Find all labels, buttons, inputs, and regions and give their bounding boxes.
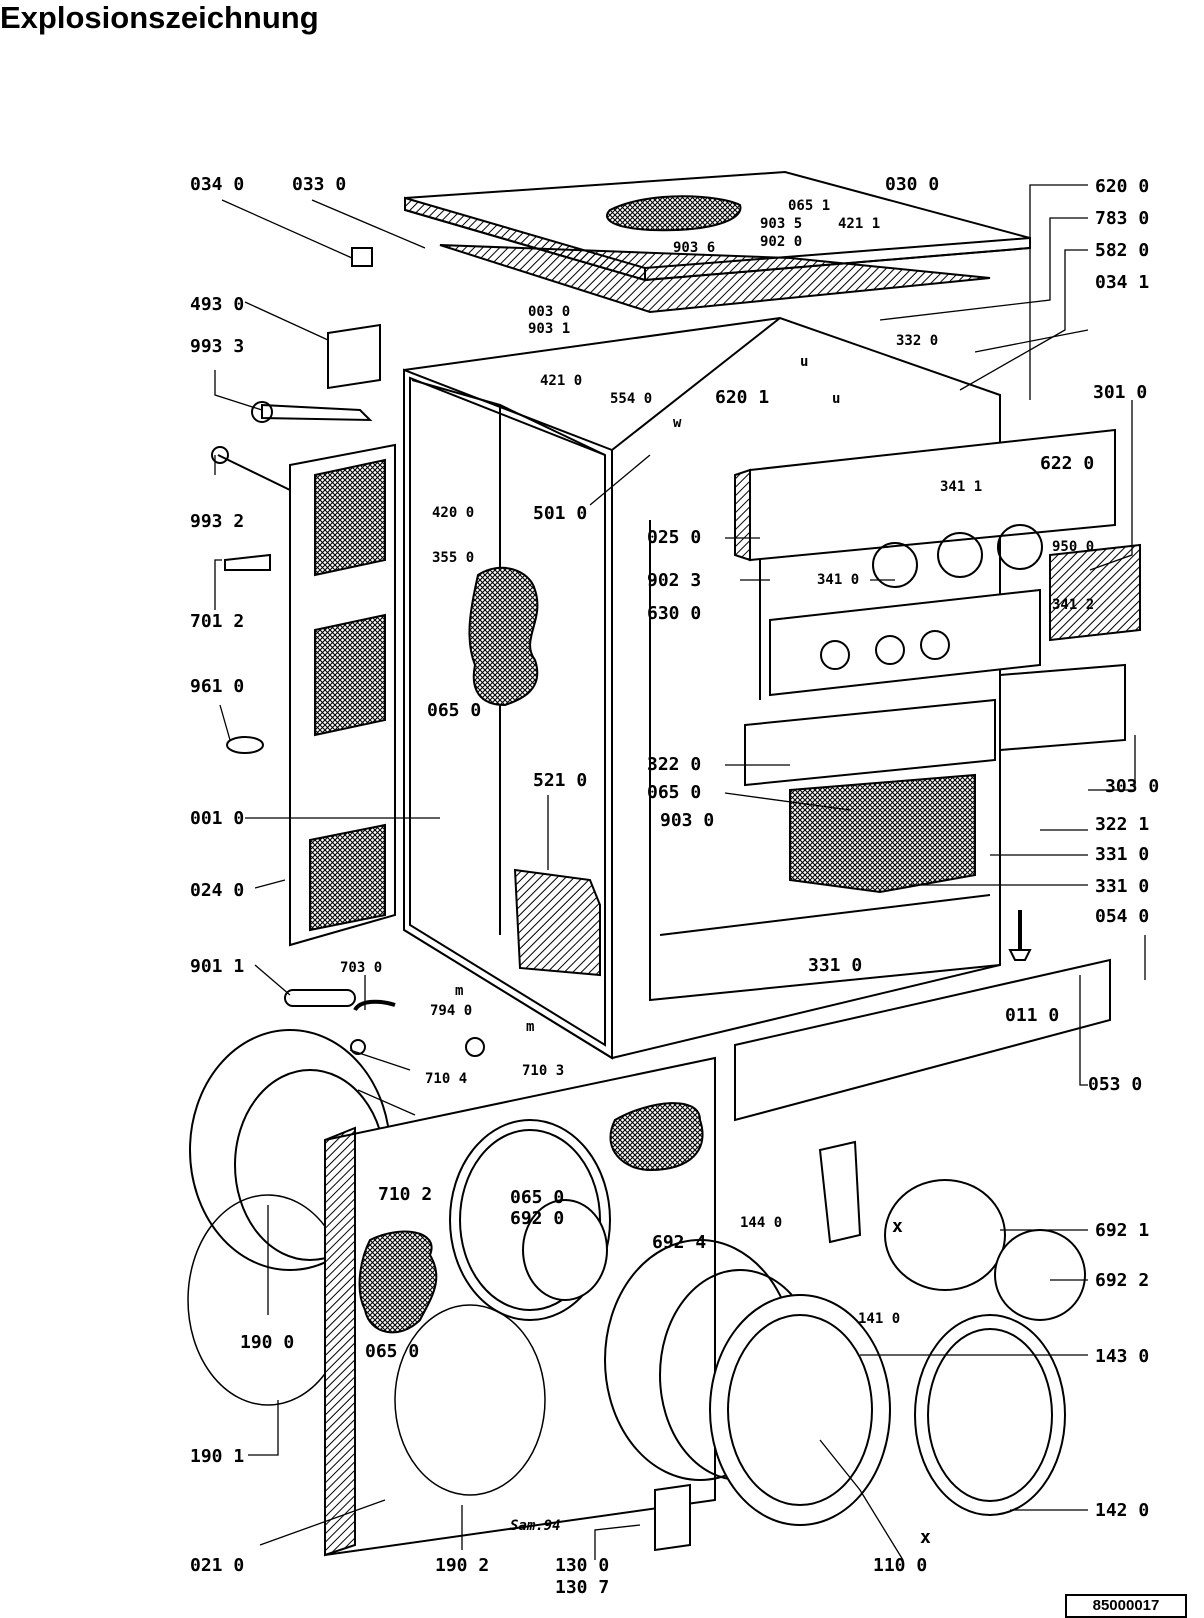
part-label: 331 0 bbox=[1095, 844, 1149, 865]
part-label: 554 0 bbox=[610, 391, 652, 407]
part-label: 622 0 bbox=[1040, 453, 1094, 474]
mark-x: x bbox=[920, 1527, 931, 1548]
mark-w: w bbox=[673, 415, 682, 431]
part-label: 190 0 bbox=[240, 1332, 294, 1353]
part-label: 003 0 bbox=[528, 304, 570, 320]
part-label: 190 1 bbox=[190, 1446, 244, 1467]
part-label: 692 0 bbox=[510, 1208, 564, 1229]
control-panel bbox=[734, 428, 1141, 787]
mark-m: m bbox=[526, 1019, 534, 1035]
part-label: 331 0 bbox=[808, 955, 862, 976]
part-label: 783 0 bbox=[1095, 208, 1149, 229]
part-label: 143 0 bbox=[1095, 1346, 1149, 1367]
part-label: 130 0 bbox=[555, 1555, 609, 1576]
part-label: 630 0 bbox=[647, 603, 701, 624]
part-label: 065 0 bbox=[365, 1341, 419, 1362]
part-label: 141 0 bbox=[858, 1311, 900, 1327]
part-label: 341 1 bbox=[940, 479, 982, 495]
part-label: 903 5 bbox=[760, 216, 802, 232]
part-label: 620 0 bbox=[1095, 176, 1149, 197]
part-label: 065 0 bbox=[510, 1187, 564, 1208]
part-label: 961 0 bbox=[190, 676, 244, 697]
part-label: 710 2 bbox=[378, 1184, 432, 1205]
part-label: 030 0 bbox=[885, 174, 939, 195]
part-label: 794 0 bbox=[430, 1003, 472, 1019]
kick-plate bbox=[734, 958, 1111, 1122]
part-label: 322 1 bbox=[1095, 814, 1149, 835]
part-label: 620 1 bbox=[715, 387, 769, 408]
part-label: 033 0 bbox=[292, 174, 346, 195]
part-label: 130 7 bbox=[555, 1577, 609, 1598]
part-label: 011 0 bbox=[1005, 1005, 1059, 1026]
part-label: 421 1 bbox=[838, 216, 880, 232]
page-title: Explosionszeichnung bbox=[0, 0, 319, 35]
mark-m: m bbox=[455, 983, 463, 999]
hardware bbox=[211, 247, 1032, 1552]
part-label: 501 0 bbox=[533, 503, 587, 524]
part-label: 322 0 bbox=[647, 754, 701, 775]
part-labels: 034 0 033 0 030 0 620 0 783 0 582 0 034 … bbox=[190, 174, 1159, 1598]
mark-u: u bbox=[800, 354, 808, 370]
part-label: 692 4 bbox=[652, 1232, 706, 1253]
part-label: 710 3 bbox=[522, 1063, 564, 1079]
part-label: 692 2 bbox=[1095, 1270, 1149, 1291]
door-glass-parts bbox=[884, 1179, 1086, 1321]
motor-box bbox=[513, 868, 601, 977]
mark-u: u bbox=[832, 391, 840, 407]
part-label: 034 0 bbox=[190, 174, 244, 195]
part-label: 001 0 bbox=[190, 808, 244, 829]
part-label: 142 0 bbox=[1095, 1500, 1149, 1521]
part-label: 692 1 bbox=[1095, 1220, 1149, 1241]
part-label: 054 0 bbox=[1095, 906, 1149, 927]
part-label: 110 0 bbox=[873, 1555, 927, 1576]
part-label: 993 2 bbox=[190, 511, 244, 532]
part-label: 303 0 bbox=[1105, 776, 1159, 797]
part-label: 341 0 bbox=[817, 572, 859, 588]
part-label: 301 0 bbox=[1093, 382, 1147, 403]
part-label: 901 1 bbox=[190, 956, 244, 977]
signature: Sam.94 bbox=[510, 1518, 561, 1534]
part-label: 065 0 bbox=[647, 782, 701, 803]
part-label: 065 1 bbox=[788, 198, 830, 214]
part-label: 021 0 bbox=[190, 1555, 244, 1576]
part-label: 521 0 bbox=[533, 770, 587, 791]
leader-lines bbox=[214, 184, 1146, 1561]
part-label: 950 0 bbox=[1052, 539, 1094, 555]
part-label: 993 3 bbox=[190, 336, 244, 357]
part-label: 701 2 bbox=[190, 611, 244, 632]
part-label: 053 0 bbox=[1088, 1074, 1142, 1095]
part-label: 341 2 bbox=[1052, 597, 1094, 613]
part-label: 420 0 bbox=[432, 505, 474, 521]
part-label: 355 0 bbox=[432, 550, 474, 566]
part-label: 190 2 bbox=[435, 1555, 489, 1576]
document-number: 85000017 bbox=[1065, 1594, 1187, 1618]
door-assembly bbox=[604, 1239, 1066, 1526]
part-label: 902 0 bbox=[760, 234, 802, 250]
part-label: 144 0 bbox=[740, 1215, 782, 1231]
part-label: 902 3 bbox=[647, 570, 701, 591]
part-label: 710 4 bbox=[425, 1071, 467, 1087]
inner-insulation bbox=[789, 773, 976, 894]
part-label: 065 0 bbox=[427, 700, 481, 721]
part-label: 331 0 bbox=[1095, 876, 1149, 897]
part-label: 024 0 bbox=[190, 880, 244, 901]
part-label: 903 6 bbox=[673, 240, 715, 256]
part-label: 034 1 bbox=[1095, 272, 1149, 293]
front-panel bbox=[324, 1056, 716, 1557]
part-label: 903 0 bbox=[660, 810, 714, 831]
part-label: 582 0 bbox=[1095, 240, 1149, 261]
insulation-mat bbox=[468, 566, 539, 707]
part-label: 903 1 bbox=[528, 321, 570, 337]
part-label: 332 0 bbox=[896, 333, 938, 349]
part-label: 025 0 bbox=[647, 527, 701, 548]
side-panel bbox=[289, 443, 396, 947]
mark-x: x bbox=[892, 1216, 903, 1237]
part-label: 421 0 bbox=[540, 373, 582, 389]
part-label: 703 0 bbox=[340, 960, 382, 976]
part-label: 493 0 bbox=[190, 294, 244, 315]
